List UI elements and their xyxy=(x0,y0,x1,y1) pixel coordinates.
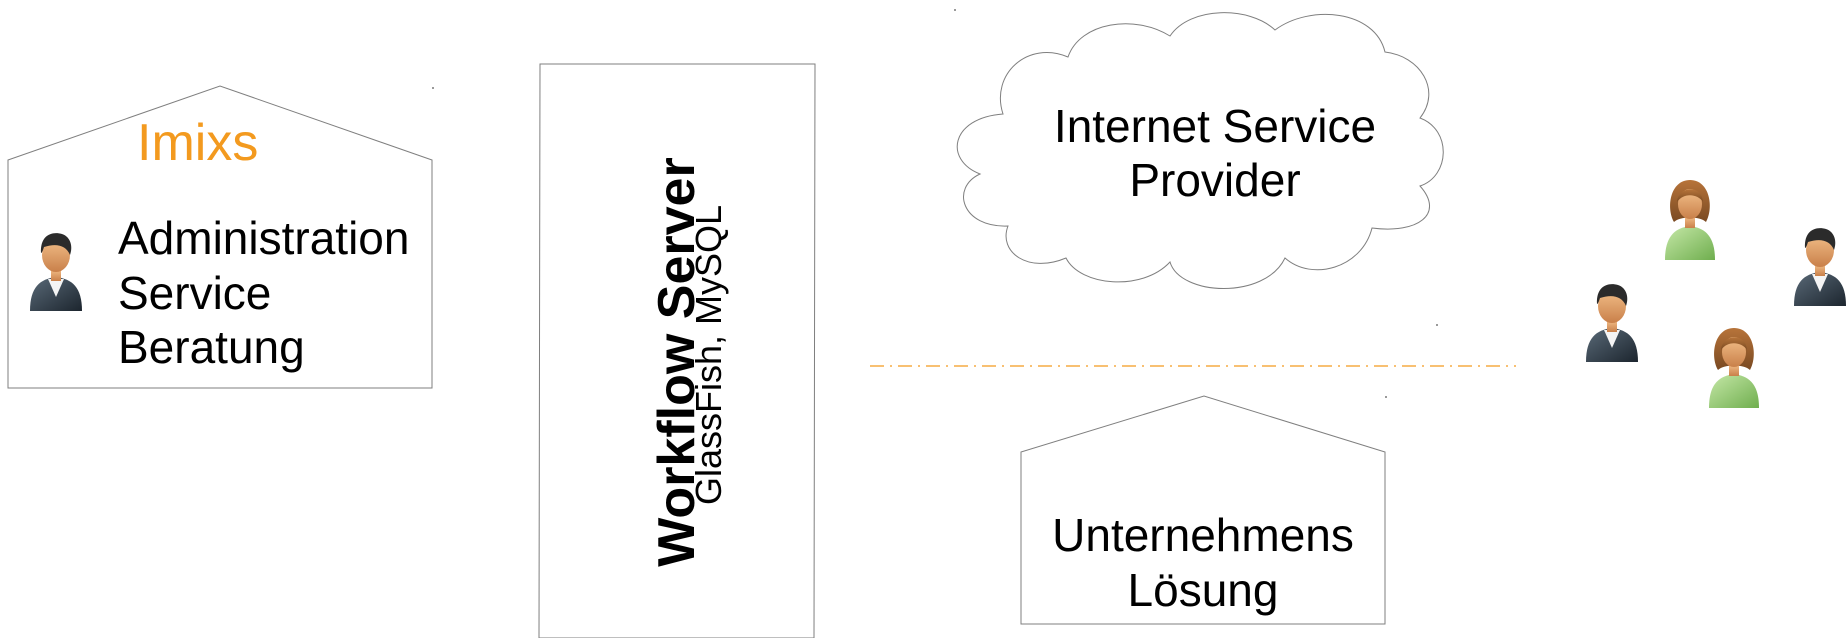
imixs-line-beratung: Beratung xyxy=(118,321,305,373)
company-label-line2: Lösung xyxy=(1127,564,1279,616)
imixs-title: Imixs xyxy=(137,114,259,172)
workflow-server-subtitle: GlassFish, MySQL xyxy=(688,204,729,506)
company-house-outline xyxy=(1020,395,1386,625)
imixs-line-administration: Administration xyxy=(118,212,410,264)
person-male-icon xyxy=(30,233,82,311)
person-male-icon xyxy=(1794,228,1846,306)
isp-label-line2: Provider xyxy=(1129,154,1301,206)
person-male-icon xyxy=(1586,284,1638,362)
person-female-icon xyxy=(1665,180,1715,260)
imixs-line-service: Service xyxy=(118,267,272,319)
workflow-server-box xyxy=(538,63,816,638)
isp-label-line1: Internet Service xyxy=(1053,100,1377,152)
company-label-line1: Unternehmens xyxy=(1052,509,1354,561)
isp-cloud-outline xyxy=(956,12,1444,289)
person-female-icon xyxy=(1709,328,1759,408)
imixs-house-outline xyxy=(7,85,433,389)
